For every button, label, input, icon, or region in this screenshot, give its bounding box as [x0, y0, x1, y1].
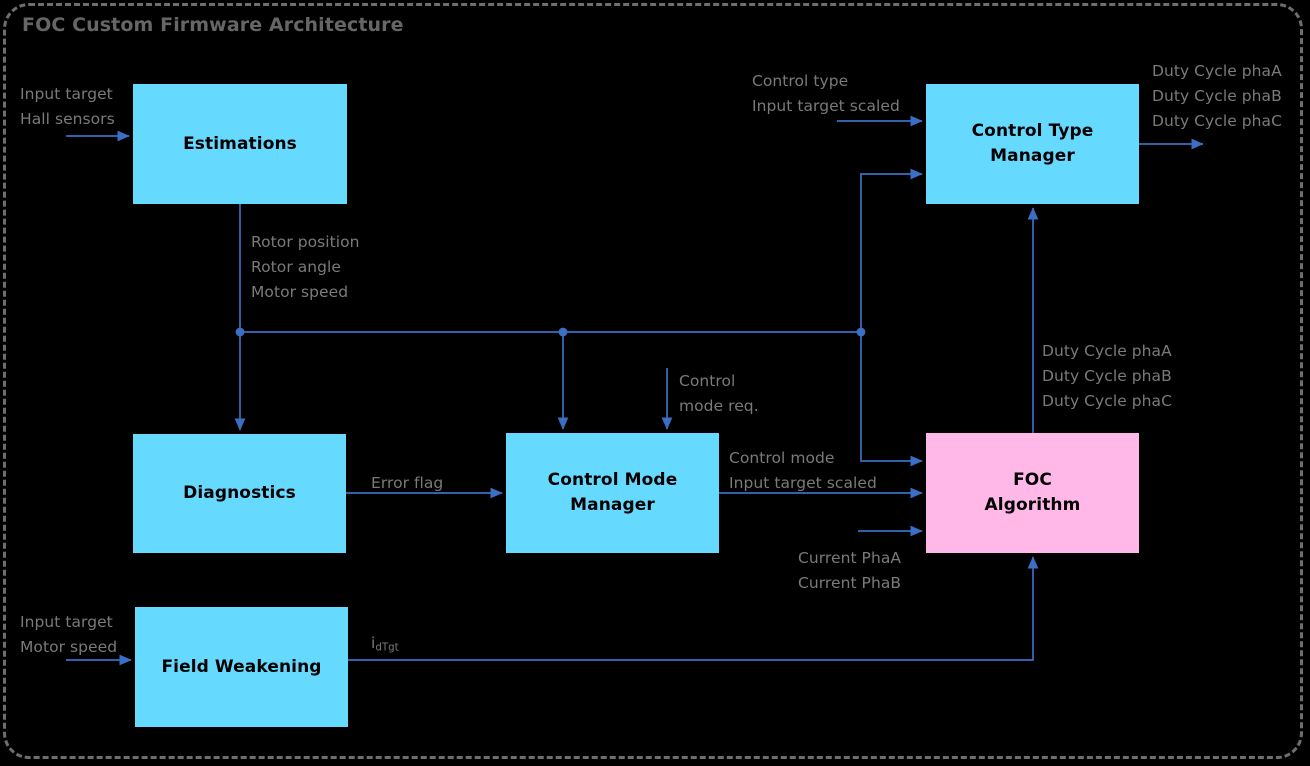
- label-estimations-input: Input target Hall sensors: [20, 85, 115, 129]
- label-control-type-output: Duty Cycle phaA Duty Cycle phaB Duty Cyc…: [1152, 62, 1282, 131]
- junction-dot-estimations: [235, 327, 245, 337]
- junction-dot-control-mode: [558, 327, 568, 337]
- junction-dot-right-bus: [856, 327, 866, 337]
- node-diagnostics-label: Diagnostics: [183, 483, 296, 504]
- wire-field-weakening-to-foc: [348, 556, 1039, 661]
- label-estimations-output: Rotor position Rotor angle Motor speed: [251, 233, 360, 302]
- node-control-mode-manager-label: Control Mode Manager: [547, 470, 678, 515]
- label-field-weakening-input: Input target Motor speed: [20, 613, 118, 657]
- label-control-mode-req: Control mode req.: [679, 372, 759, 416]
- label-id-tgt-sub: dTgt: [375, 642, 399, 654]
- label-id-tgt-base: i: [371, 634, 376, 652]
- label-control-type-input: Control type Input target scaled: [752, 72, 900, 116]
- node-diagnostics[interactable]: Diagnostics: [133, 434, 346, 553]
- node-control-type-manager-label: Control Type Manager: [971, 121, 1094, 166]
- label-current-phases: Current PhaA Current PhaB: [798, 549, 902, 593]
- node-foc-algorithm[interactable]: FOC Algorithm: [926, 433, 1139, 553]
- node-control-mode-manager[interactable]: Control Mode Manager: [506, 433, 719, 553]
- node-foc-algorithm-label: FOC Algorithm: [984, 470, 1081, 515]
- node-field-weakening[interactable]: Field Weakening: [135, 607, 348, 727]
- node-estimations[interactable]: Estimations: [133, 84, 347, 204]
- label-duty-cycle-feedback: Duty Cycle phaA Duty Cycle phaB Duty Cyc…: [1042, 342, 1172, 411]
- label-control-mode-output: Control mode Input target scaled: [729, 449, 877, 493]
- node-field-weakening-label: Field Weakening: [161, 656, 322, 677]
- node-control-type-manager[interactable]: Control Type Manager: [926, 84, 1139, 204]
- node-estimations-label: Estimations: [183, 133, 297, 154]
- label-id-tgt: idTgt: [371, 634, 399, 654]
- page-title: FOC Custom Firmware Architecture: [22, 14, 404, 36]
- wire-bus-to-control-type-manager: [860, 168, 923, 332]
- wire-bus-to-foc-algorithm: [860, 332, 923, 467]
- label-error-flag: Error flag: [371, 474, 444, 492]
